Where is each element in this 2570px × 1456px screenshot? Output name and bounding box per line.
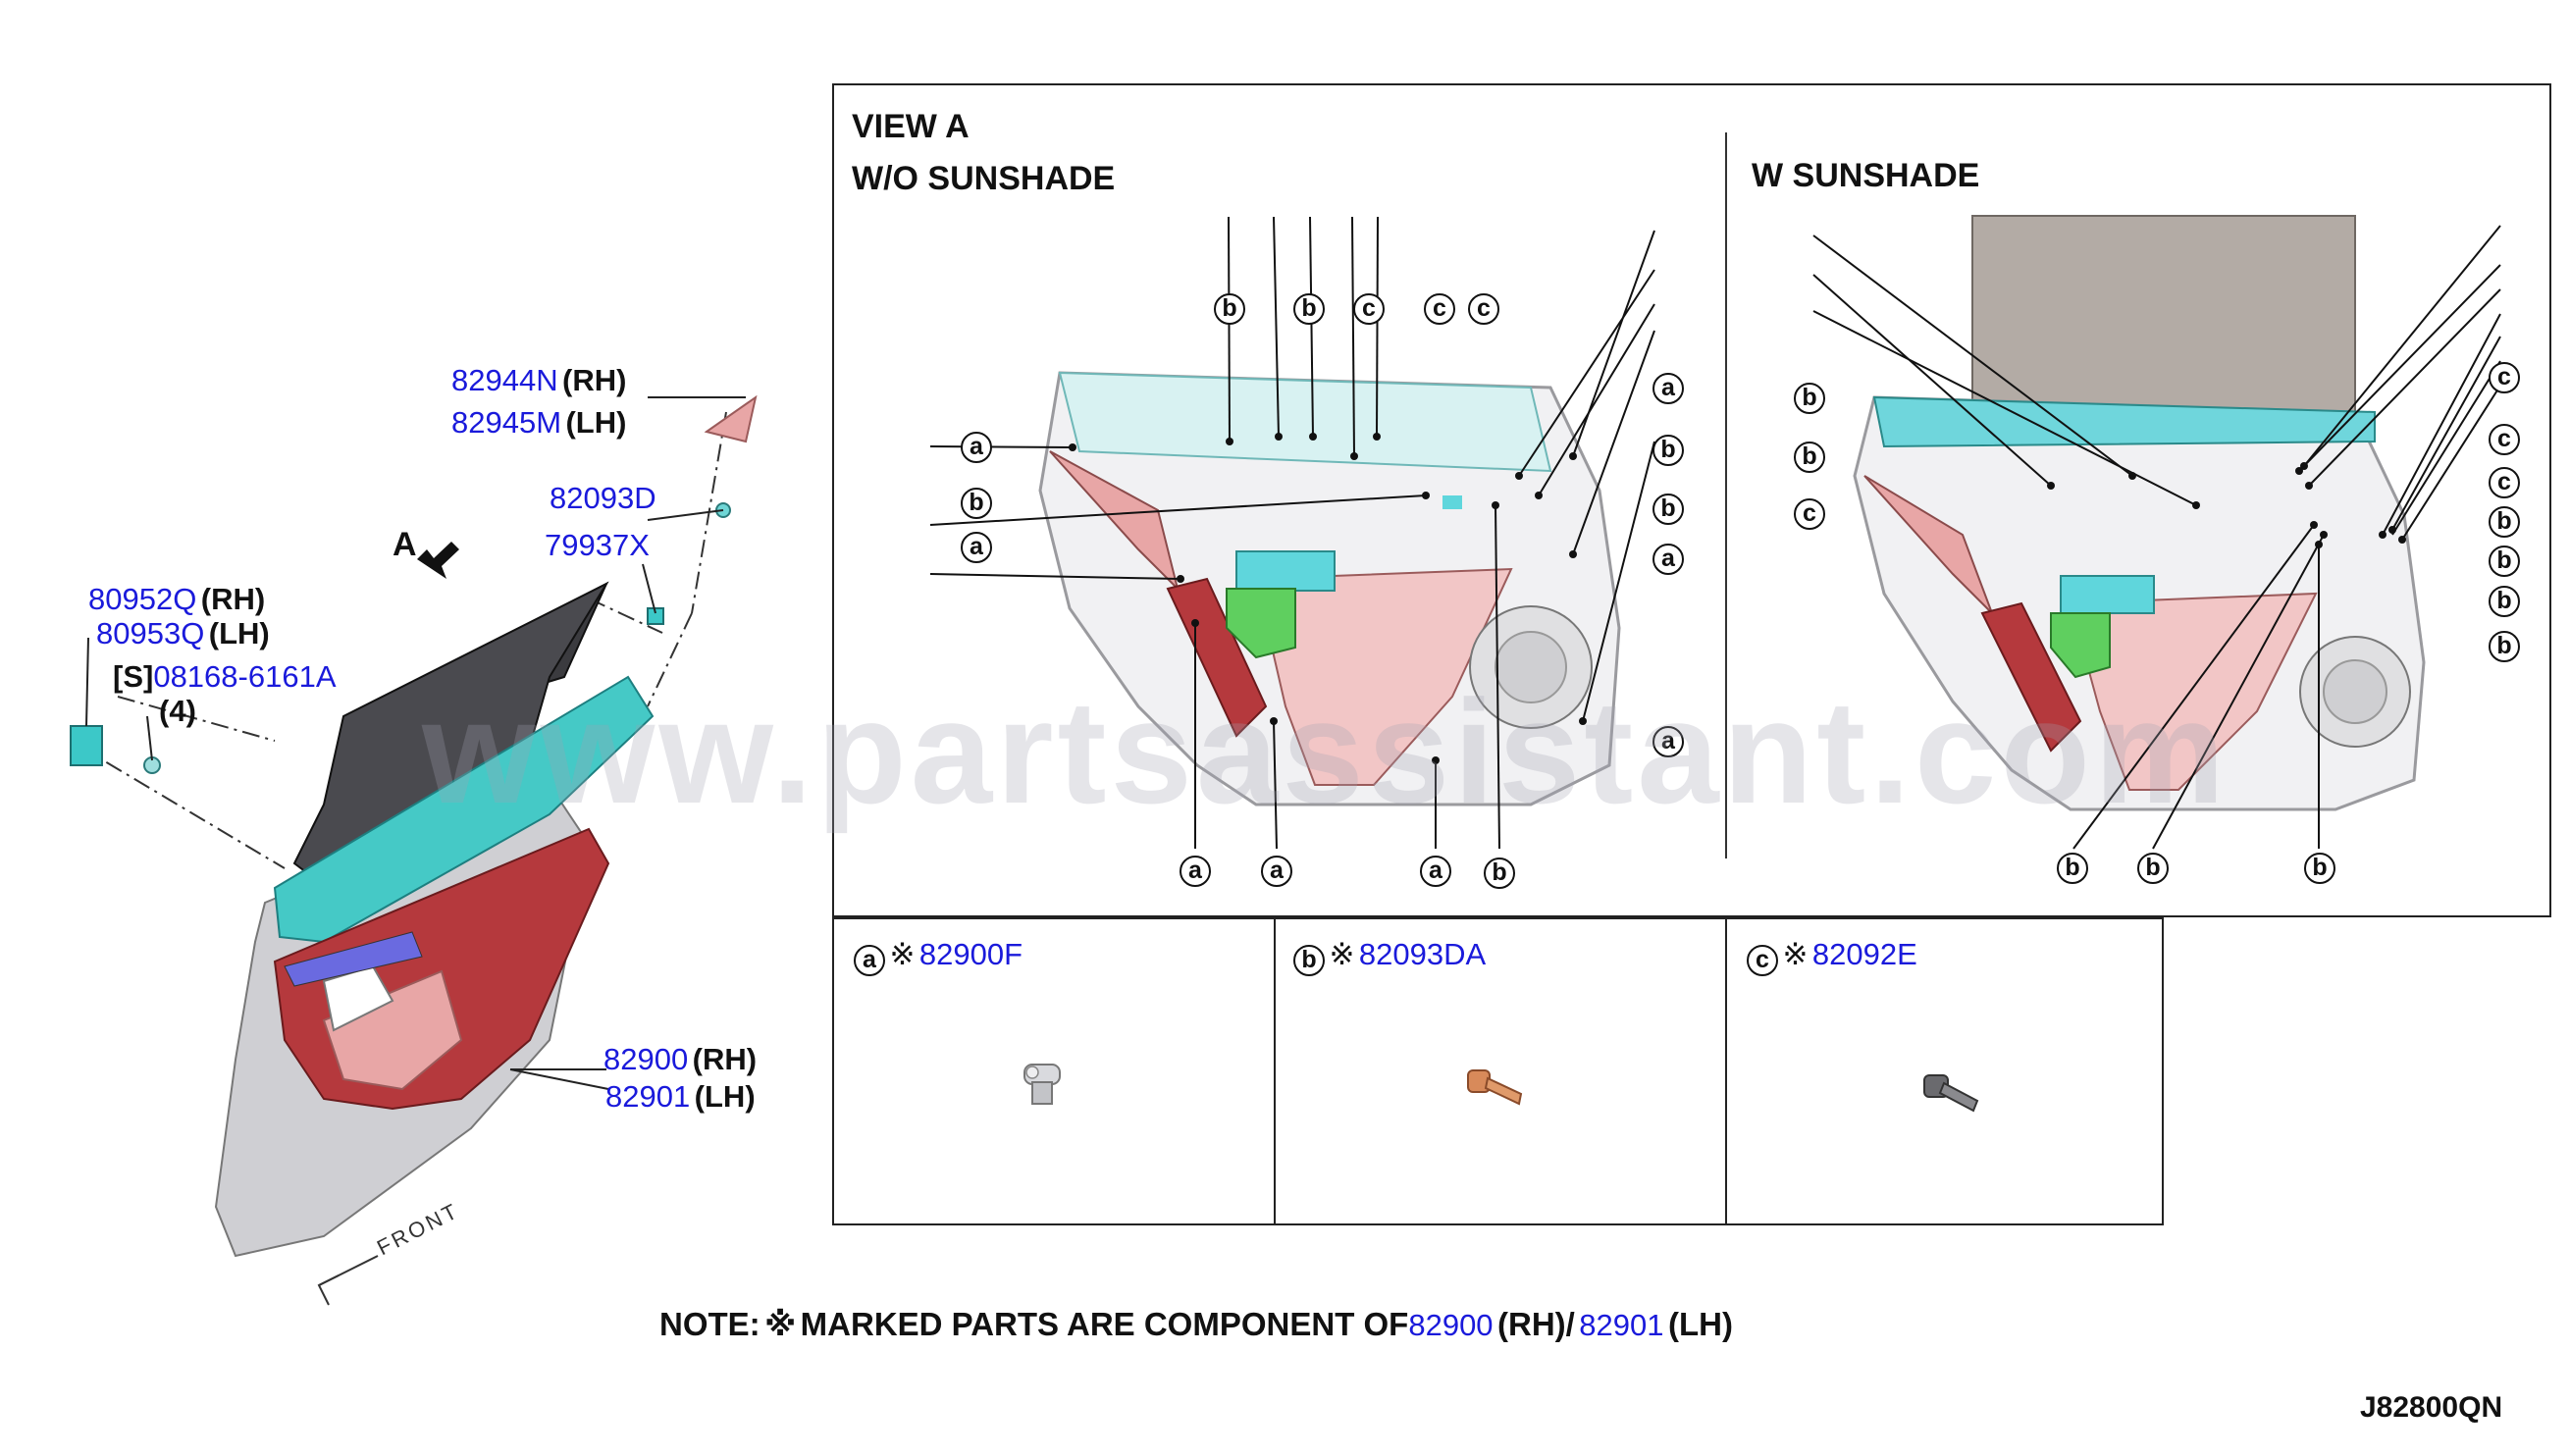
legend-marker-b: b (1293, 944, 1325, 976)
door-trim-upper-cyan (273, 675, 655, 944)
legend-marker-a: a (854, 944, 885, 976)
view-marker-b[interactable]: b (2489, 506, 2520, 538)
door-view-wo-sunshade (1038, 371, 1621, 806)
screw-icon (1467, 1069, 1523, 1106)
view-marker-c[interactable]: c (2489, 467, 2520, 498)
view-marker-c[interactable]: c (1794, 498, 1825, 530)
view-a-title: VIEW A (852, 108, 970, 145)
view-marker-c[interactable]: c (2489, 424, 2520, 455)
cover-triangle-part (704, 394, 758, 443)
view-marker-b[interactable]: b (2489, 586, 2520, 617)
bolt-icon (1923, 1074, 1979, 1113)
view-marker-c[interactable]: c (1424, 293, 1455, 325)
callout-82900[interactable]: 82900 (RH) (603, 1042, 758, 1076)
view-a-label: A (393, 526, 417, 563)
sunshade-screen (1971, 215, 2356, 428)
view-marker-a[interactable]: a (1652, 373, 1684, 404)
view-divider (1725, 132, 1727, 858)
callout-80952q[interactable]: 80952Q (RH) (88, 582, 266, 616)
view-marker-b[interactable]: b (2137, 853, 2169, 884)
view-a-arrow (417, 542, 459, 579)
callout-82901[interactable]: 82901 (LH) (605, 1079, 756, 1114)
view-marker-b[interactable]: b (1214, 293, 1245, 325)
callout-79937x[interactable]: 79937X (545, 528, 650, 562)
screw-quantity: (4) (159, 694, 196, 728)
view-marker-b[interactable]: b (1794, 442, 1825, 473)
exploded-door-trim-illustration (70, 394, 758, 1306)
callout-screw[interactable]: [S]08168-6161A (113, 659, 337, 694)
door-view-w-sunshade (1853, 215, 2426, 811)
callout-82093d[interactable]: 82093D (550, 481, 656, 515)
w-sunshade-title: W SUNSHADE (1752, 157, 1980, 194)
view-marker-a[interactable]: a (1652, 726, 1684, 757)
view-callout-leaders (929, 216, 2501, 850)
legend-marker-c: c (1747, 944, 1778, 976)
footnote: NOTE: ※ MARKED PARTS ARE COMPONENT OF829… (659, 1306, 1733, 1342)
view-marker-b[interactable]: b (1484, 858, 1515, 889)
view-marker-a[interactable]: a (1180, 856, 1211, 887)
callout-82945m[interactable]: 82945M (LH) (451, 405, 627, 440)
view-marker-c[interactable]: c (1353, 293, 1385, 325)
view-marker-b[interactable]: b (961, 488, 992, 519)
callout-80953q[interactable]: 80953Q (LH) (96, 616, 270, 650)
clip-icon (1023, 1064, 1061, 1105)
view-marker-b[interactable]: b (2304, 853, 2335, 884)
view-marker-b[interactable]: b (1794, 383, 1825, 414)
legend-divider (1725, 917, 1727, 1225)
legend-divider (1274, 917, 1276, 1225)
view-marker-b[interactable]: b (1293, 293, 1325, 325)
view-a-frame (832, 83, 2551, 917)
legend-item-c[interactable]: c ※ 82092E (1747, 937, 1917, 976)
view-marker-b[interactable]: b (1652, 494, 1684, 525)
view-marker-a[interactable]: a (961, 432, 992, 463)
diagram-code: J82800QN (2360, 1391, 2503, 1424)
view-marker-c[interactable]: c (1468, 293, 1499, 325)
view-marker-a[interactable]: a (1261, 856, 1292, 887)
legend-item-a[interactable]: a ※ 82900F (854, 937, 1023, 976)
view-marker-a[interactable]: a (1652, 544, 1684, 575)
view-marker-a[interactable]: a (961, 532, 992, 563)
legend-item-b[interactable]: b ※ 82093DA (1293, 937, 1486, 976)
view-marker-b[interactable]: b (2489, 631, 2520, 662)
view-marker-a[interactable]: a (1420, 856, 1451, 887)
callout-82944n[interactable]: 82944N (RH) (451, 363, 627, 397)
wo-sunshade-title: W/O SUNSHADE (852, 160, 1116, 197)
front-arrow (317, 1255, 379, 1306)
view-marker-b[interactable]: b (2489, 546, 2520, 577)
view-marker-b[interactable]: b (1652, 435, 1684, 466)
view-marker-c[interactable]: c (2489, 362, 2520, 393)
legend-frame (832, 917, 2164, 1225)
view-marker-b[interactable]: b (2057, 853, 2088, 884)
